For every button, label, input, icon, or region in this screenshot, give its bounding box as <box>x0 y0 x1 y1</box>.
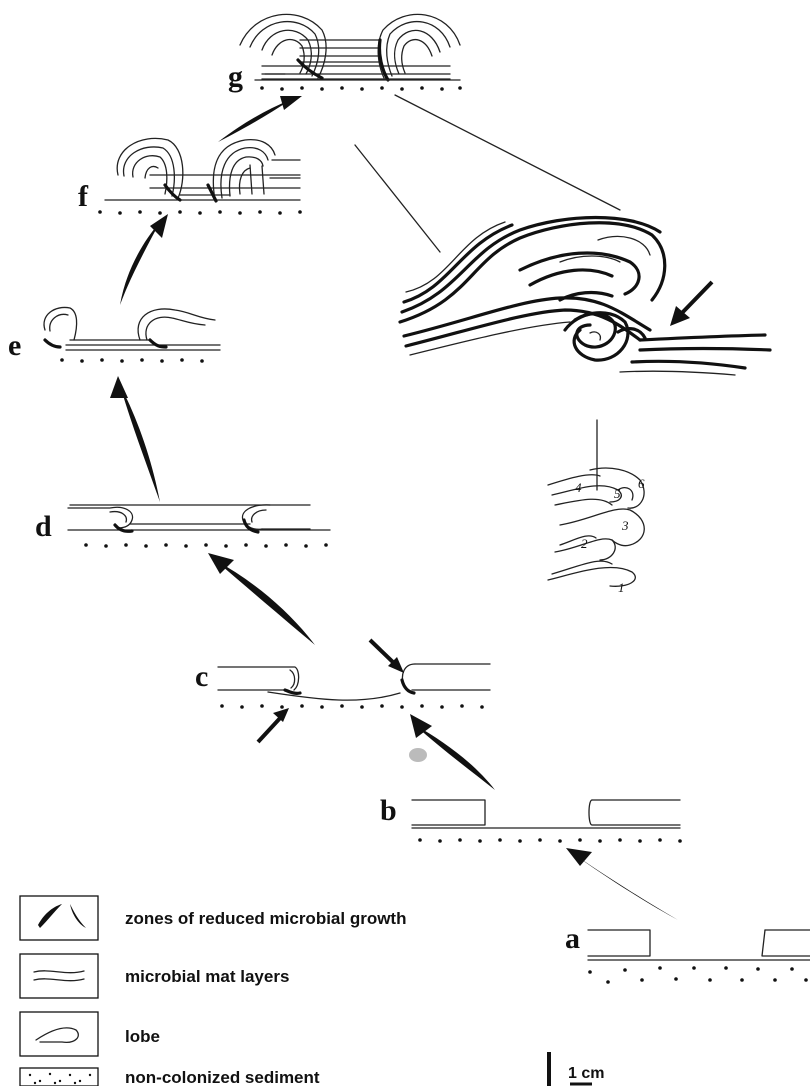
lobe-number-6: 6 <box>638 476 645 491</box>
callout-line-right <box>395 95 620 210</box>
scale-bar: 1 cm <box>549 1052 604 1086</box>
legend-item-lobe: lobe <box>20 1012 160 1056</box>
enlarged-detail-arrow <box>670 282 712 326</box>
transition-arrow-e-to-f <box>120 214 168 305</box>
legend-item-mat-layers: microbial mat layers <box>20 954 289 998</box>
stage-e-sketch <box>44 307 220 350</box>
stage-f-sediment <box>98 210 302 215</box>
legend-label-reduced-growth: zones of reduced microbial growth <box>125 909 406 928</box>
legend-symbol-lobe <box>20 1012 98 1056</box>
stage-label-g: g <box>228 60 243 93</box>
transition-arrow-c-to-d <box>208 553 315 645</box>
lobe-number-4: 4 <box>575 480 582 495</box>
lobe-number-3: 3 <box>621 518 629 533</box>
stage-a-sketch <box>588 930 810 960</box>
legend-symbol-mat-layers <box>20 954 98 998</box>
legend-symbol-sediment <box>20 1068 98 1086</box>
stage-label-c: c <box>195 660 208 693</box>
stage-e-sediment <box>60 358 204 363</box>
legend-label-mat-layers: microbial mat layers <box>125 967 289 986</box>
callout-line-left <box>355 145 440 252</box>
stage-f-sketch <box>105 138 300 201</box>
stage-label-a: a <box>565 922 580 955</box>
numbered-lobes-sketch <box>548 468 644 586</box>
stage-b-sketch <box>412 800 680 828</box>
legend-item-sediment: non-colonized sediment <box>20 1068 320 1086</box>
legend: zones of reduced microbial growth microb… <box>20 896 406 1086</box>
smudge <box>409 748 427 762</box>
stage-g-sketch <box>240 14 460 80</box>
stage-c-arrow-up <box>258 708 289 742</box>
legend-label-sediment: non-colonized sediment <box>125 1068 320 1086</box>
stage-d-sketch <box>68 505 330 532</box>
stage-c-sketch <box>218 664 490 700</box>
transition-arrow-a-to-b <box>566 848 678 920</box>
stage-c-sediment <box>220 704 484 709</box>
stage-label-b: b <box>380 794 397 827</box>
enlarged-fold-detail <box>400 218 770 376</box>
stage-a-sediment <box>588 966 808 984</box>
stage-b-sediment <box>418 838 682 843</box>
legend-item-reduced-growth: zones of reduced microbial growth <box>20 896 406 940</box>
lobe-number-5: 5 <box>614 486 621 501</box>
lobe-number-2: 2 <box>581 536 588 551</box>
legend-label-lobe: lobe <box>125 1027 160 1046</box>
stage-label-f: f <box>78 180 89 213</box>
stage-c-arrow-down <box>370 640 404 673</box>
stage-d-sediment <box>84 543 328 548</box>
transition-arrow-d-to-e <box>110 376 160 502</box>
legend-symbol-reduced-growth <box>20 896 98 940</box>
transition-arrow-f-to-g <box>218 96 302 142</box>
scale-bar-label: 1 cm <box>568 1065 604 1082</box>
stage-label-e: e <box>8 329 21 362</box>
lobe-number-1: 1 <box>618 580 625 595</box>
stage-label-d: d <box>35 510 52 543</box>
stage-g-sediment <box>260 86 462 91</box>
